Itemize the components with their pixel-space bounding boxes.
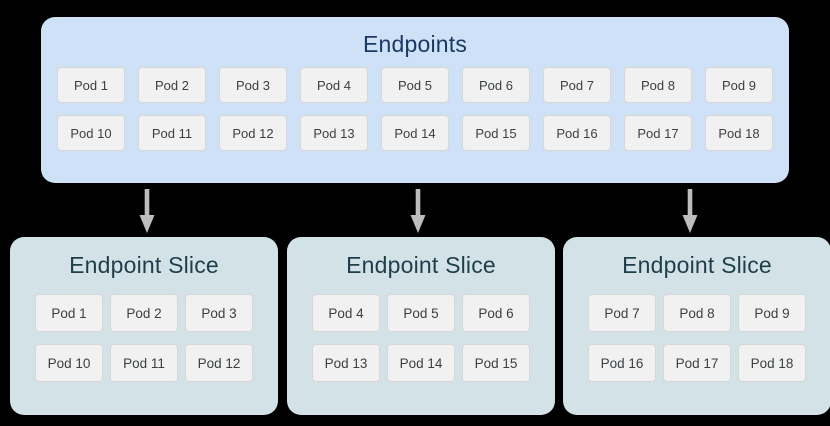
pod-chip: Pod 17 <box>624 115 692 151</box>
pod-chip: Pod 14 <box>381 115 449 151</box>
arrow-down-icon <box>409 189 427 233</box>
endpoint-slice-title: Endpoint Slice <box>69 252 219 278</box>
pod-chip: Pod 1 <box>35 294 103 332</box>
endpoint-slice-pod-row: Pod 1 Pod 2 Pod 3 <box>35 294 253 332</box>
pod-chip: Pod 14 <box>387 344 455 382</box>
pod-chip: Pod 7 <box>543 67 611 103</box>
pod-chip: Pod 5 <box>387 294 455 332</box>
pod-chip: Pod 1 <box>57 67 125 103</box>
pod-chip: Pod 2 <box>110 294 178 332</box>
pod-chip: Pod 6 <box>462 294 530 332</box>
pod-chip: Pod 16 <box>588 344 656 382</box>
endpoint-slice-title: Endpoint Slice <box>346 252 496 278</box>
arrow-down-icon <box>138 189 156 233</box>
endpoint-slice-pod-grid: Pod 7 Pod 8 Pod 9 Pod 16 Pod 17 Pod 18 <box>588 294 806 382</box>
pod-chip: Pod 12 <box>185 344 253 382</box>
pod-chip: Pod 13 <box>300 115 368 151</box>
endpoints-pod-row: Pod 10 Pod 11 Pod 12 Pod 13 Pod 14 Pod 1… <box>57 115 773 151</box>
endpoints-panel: Endpoints Pod 1 Pod 2 Pod 3 Pod 4 Pod 5 … <box>41 17 789 183</box>
endpoint-slice-pod-row: Pod 13 Pod 14 Pod 15 <box>312 344 530 382</box>
pod-chip: Pod 17 <box>663 344 731 382</box>
endpoint-slice-panel-1: Endpoint Slice Pod 1 Pod 2 Pod 3 Pod 10 … <box>10 237 278 415</box>
endpoint-slice-panel-2: Endpoint Slice Pod 4 Pod 5 Pod 6 Pod 13 … <box>287 237 555 415</box>
pod-chip: Pod 3 <box>219 67 287 103</box>
pod-chip: Pod 4 <box>312 294 380 332</box>
pod-chip: Pod 15 <box>462 115 530 151</box>
endpoint-slice-panel-3: Endpoint Slice Pod 7 Pod 8 Pod 9 Pod 16 … <box>563 237 830 415</box>
pod-chip: Pod 13 <box>312 344 380 382</box>
endpoint-slice-title: Endpoint Slice <box>622 252 772 278</box>
pod-chip: Pod 12 <box>219 115 287 151</box>
pod-chip: Pod 10 <box>35 344 103 382</box>
pod-chip: Pod 8 <box>624 67 692 103</box>
pod-chip: Pod 18 <box>738 344 806 382</box>
pod-chip: Pod 6 <box>462 67 530 103</box>
endpoints-title: Endpoints <box>362 31 468 57</box>
pod-chip: Pod 16 <box>543 115 611 151</box>
pod-chip: Pod 2 <box>138 67 206 103</box>
pod-chip: Pod 8 <box>663 294 731 332</box>
endpoint-slice-pod-row: Pod 4 Pod 5 Pod 6 <box>312 294 530 332</box>
pod-chip: Pod 4 <box>300 67 368 103</box>
pod-chip: Pod 15 <box>462 344 530 382</box>
pod-chip: Pod 3 <box>185 294 253 332</box>
endpoint-slice-pod-grid: Pod 1 Pod 2 Pod 3 Pod 10 Pod 11 Pod 12 <box>35 294 253 382</box>
endpoint-slice-pod-grid: Pod 4 Pod 5 Pod 6 Pod 13 Pod 14 Pod 15 <box>312 294 530 382</box>
pod-chip: Pod 5 <box>381 67 449 103</box>
pod-chip: Pod 18 <box>705 115 773 151</box>
endpoint-slice-pod-row: Pod 7 Pod 8 Pod 9 <box>588 294 806 332</box>
pod-chip: Pod 11 <box>138 115 206 151</box>
endpoints-pod-row: Pod 1 Pod 2 Pod 3 Pod 4 Pod 5 Pod 6 Pod … <box>57 67 773 103</box>
pod-chip: Pod 10 <box>57 115 125 151</box>
pod-chip: Pod 9 <box>705 67 773 103</box>
endpoint-slice-pod-row: Pod 16 Pod 17 Pod 18 <box>588 344 806 382</box>
pod-chip: Pod 9 <box>738 294 806 332</box>
endpoint-slice-pod-row: Pod 10 Pod 11 Pod 12 <box>35 344 253 382</box>
pod-chip: Pod 7 <box>588 294 656 332</box>
arrow-down-icon <box>681 189 699 233</box>
endpoints-pod-grid: Pod 1 Pod 2 Pod 3 Pod 4 Pod 5 Pod 6 Pod … <box>57 67 773 151</box>
pod-chip: Pod 11 <box>110 344 178 382</box>
